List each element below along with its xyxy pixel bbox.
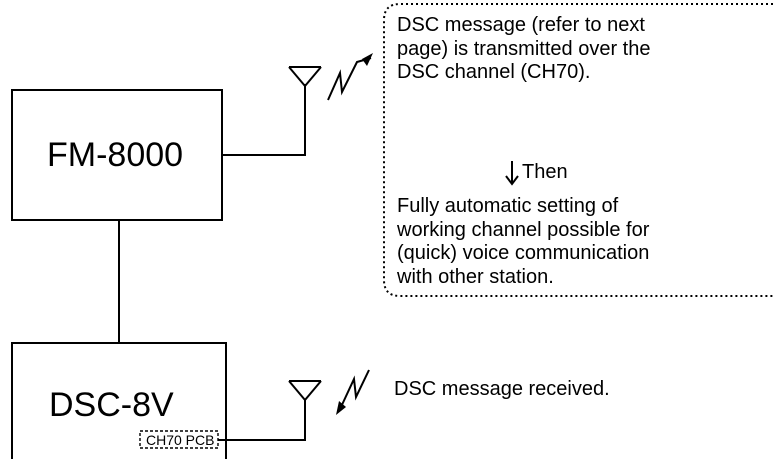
dsc-8v-antenna-feed [218, 400, 306, 441]
note-line: page) is transmitted over the [397, 37, 651, 60]
note-line: working channel possible for [397, 218, 650, 241]
note-line: DSC message (refer to next [397, 14, 645, 36]
then-label: Then [522, 161, 568, 183]
transmit-signal-icon [327, 53, 373, 101]
transmit-note-top: DSC message (refer to next page) is tran… [397, 14, 650, 85]
fm-8000-label: FM-8000 [47, 136, 184, 174]
ch70-pcb-label: CH70 PCB [146, 432, 215, 448]
then-arrow-icon [505, 161, 519, 186]
fm-8000-antenna-feed [222, 84, 306, 156]
fm-8000-antenna-icon [288, 66, 322, 87]
receive-note: DSC message received. [394, 378, 610, 400]
note-line: Fully automatic setting of [397, 195, 619, 217]
note-line: DSC channel (CH70). [397, 61, 591, 83]
note-line: (quick) voice communication [397, 242, 650, 264]
dsc-8v-label: DSC-8V [49, 386, 174, 424]
dsc-8v-box [11, 342, 227, 459]
dsc-8v-antenna-icon [288, 380, 322, 401]
transmit-note-bottom: Fully automatic setting of working chann… [397, 195, 649, 289]
note-line: with other station. [397, 265, 554, 288]
receive-signal-icon [336, 369, 370, 415]
